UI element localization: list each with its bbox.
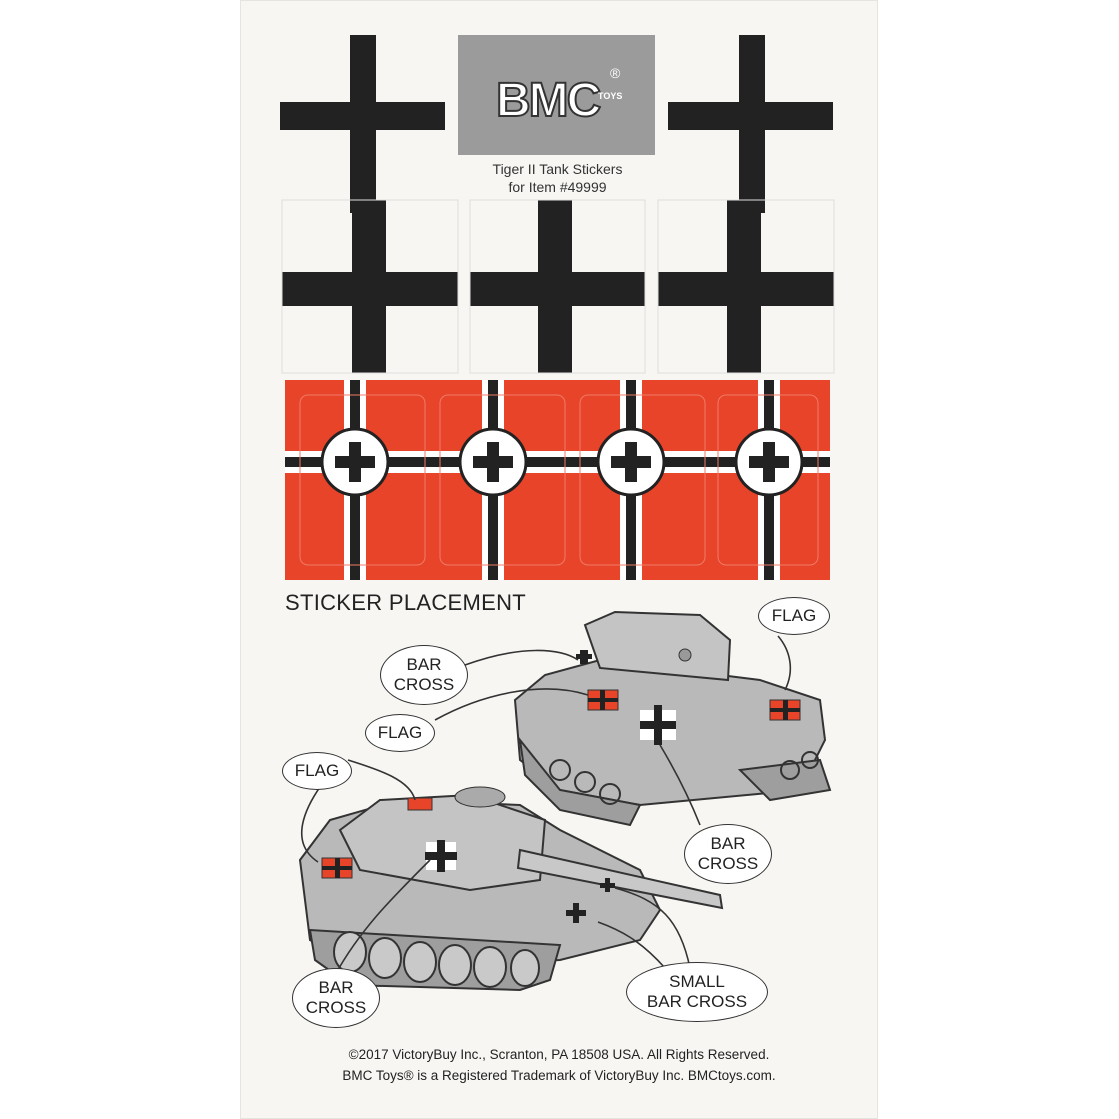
copyright-line: ©2017 VictoryBuy Inc., Scranton, PA 1850…	[348, 1047, 770, 1062]
flag-sticker	[596, 380, 666, 580]
callout-flag: FLAG	[758, 597, 830, 635]
product-title: Tiger II Tank Stickers	[492, 161, 623, 177]
bar-cross-decal	[640, 705, 676, 745]
trademark-line: BMC Toys® is a Registered Trademark of V…	[342, 1068, 776, 1083]
tank-side-illustration	[298, 786, 724, 992]
callout-flag: FLAG	[282, 752, 352, 790]
flag-strip	[285, 380, 830, 580]
flag-sticker	[320, 380, 390, 580]
logo-sub: TOYS	[598, 91, 623, 101]
leader-lines	[300, 635, 792, 976]
small-bar-cross-decal	[566, 903, 586, 923]
logo-text: BMC	[495, 73, 602, 128]
bar-cross-sticker	[658, 200, 834, 373]
bar-cross-decal	[425, 840, 457, 872]
registered-mark: ®	[610, 65, 621, 81]
placement-heading: STICKER PLACEMENT	[285, 590, 527, 615]
flag-decal	[769, 699, 801, 721]
flag-decal	[321, 857, 353, 879]
callout-flag: FLAG	[365, 714, 435, 752]
flag-decal	[407, 797, 433, 811]
bar-cross-sticker	[282, 200, 458, 373]
bar-cross-decal	[576, 650, 592, 664]
flag-sticker	[734, 380, 804, 580]
small-bar-cross-decal	[600, 878, 615, 892]
bar-cross-sticker	[470, 200, 645, 373]
bar-cross-sticker	[280, 35, 445, 213]
tank-rear-illustration	[513, 610, 832, 827]
flag-decal	[587, 689, 619, 711]
product-item: for Item #49999	[508, 179, 607, 195]
bar-cross-sticker	[668, 35, 833, 213]
flag-sticker	[458, 380, 528, 580]
brand-logo: BMC ® TOYS	[458, 35, 655, 155]
